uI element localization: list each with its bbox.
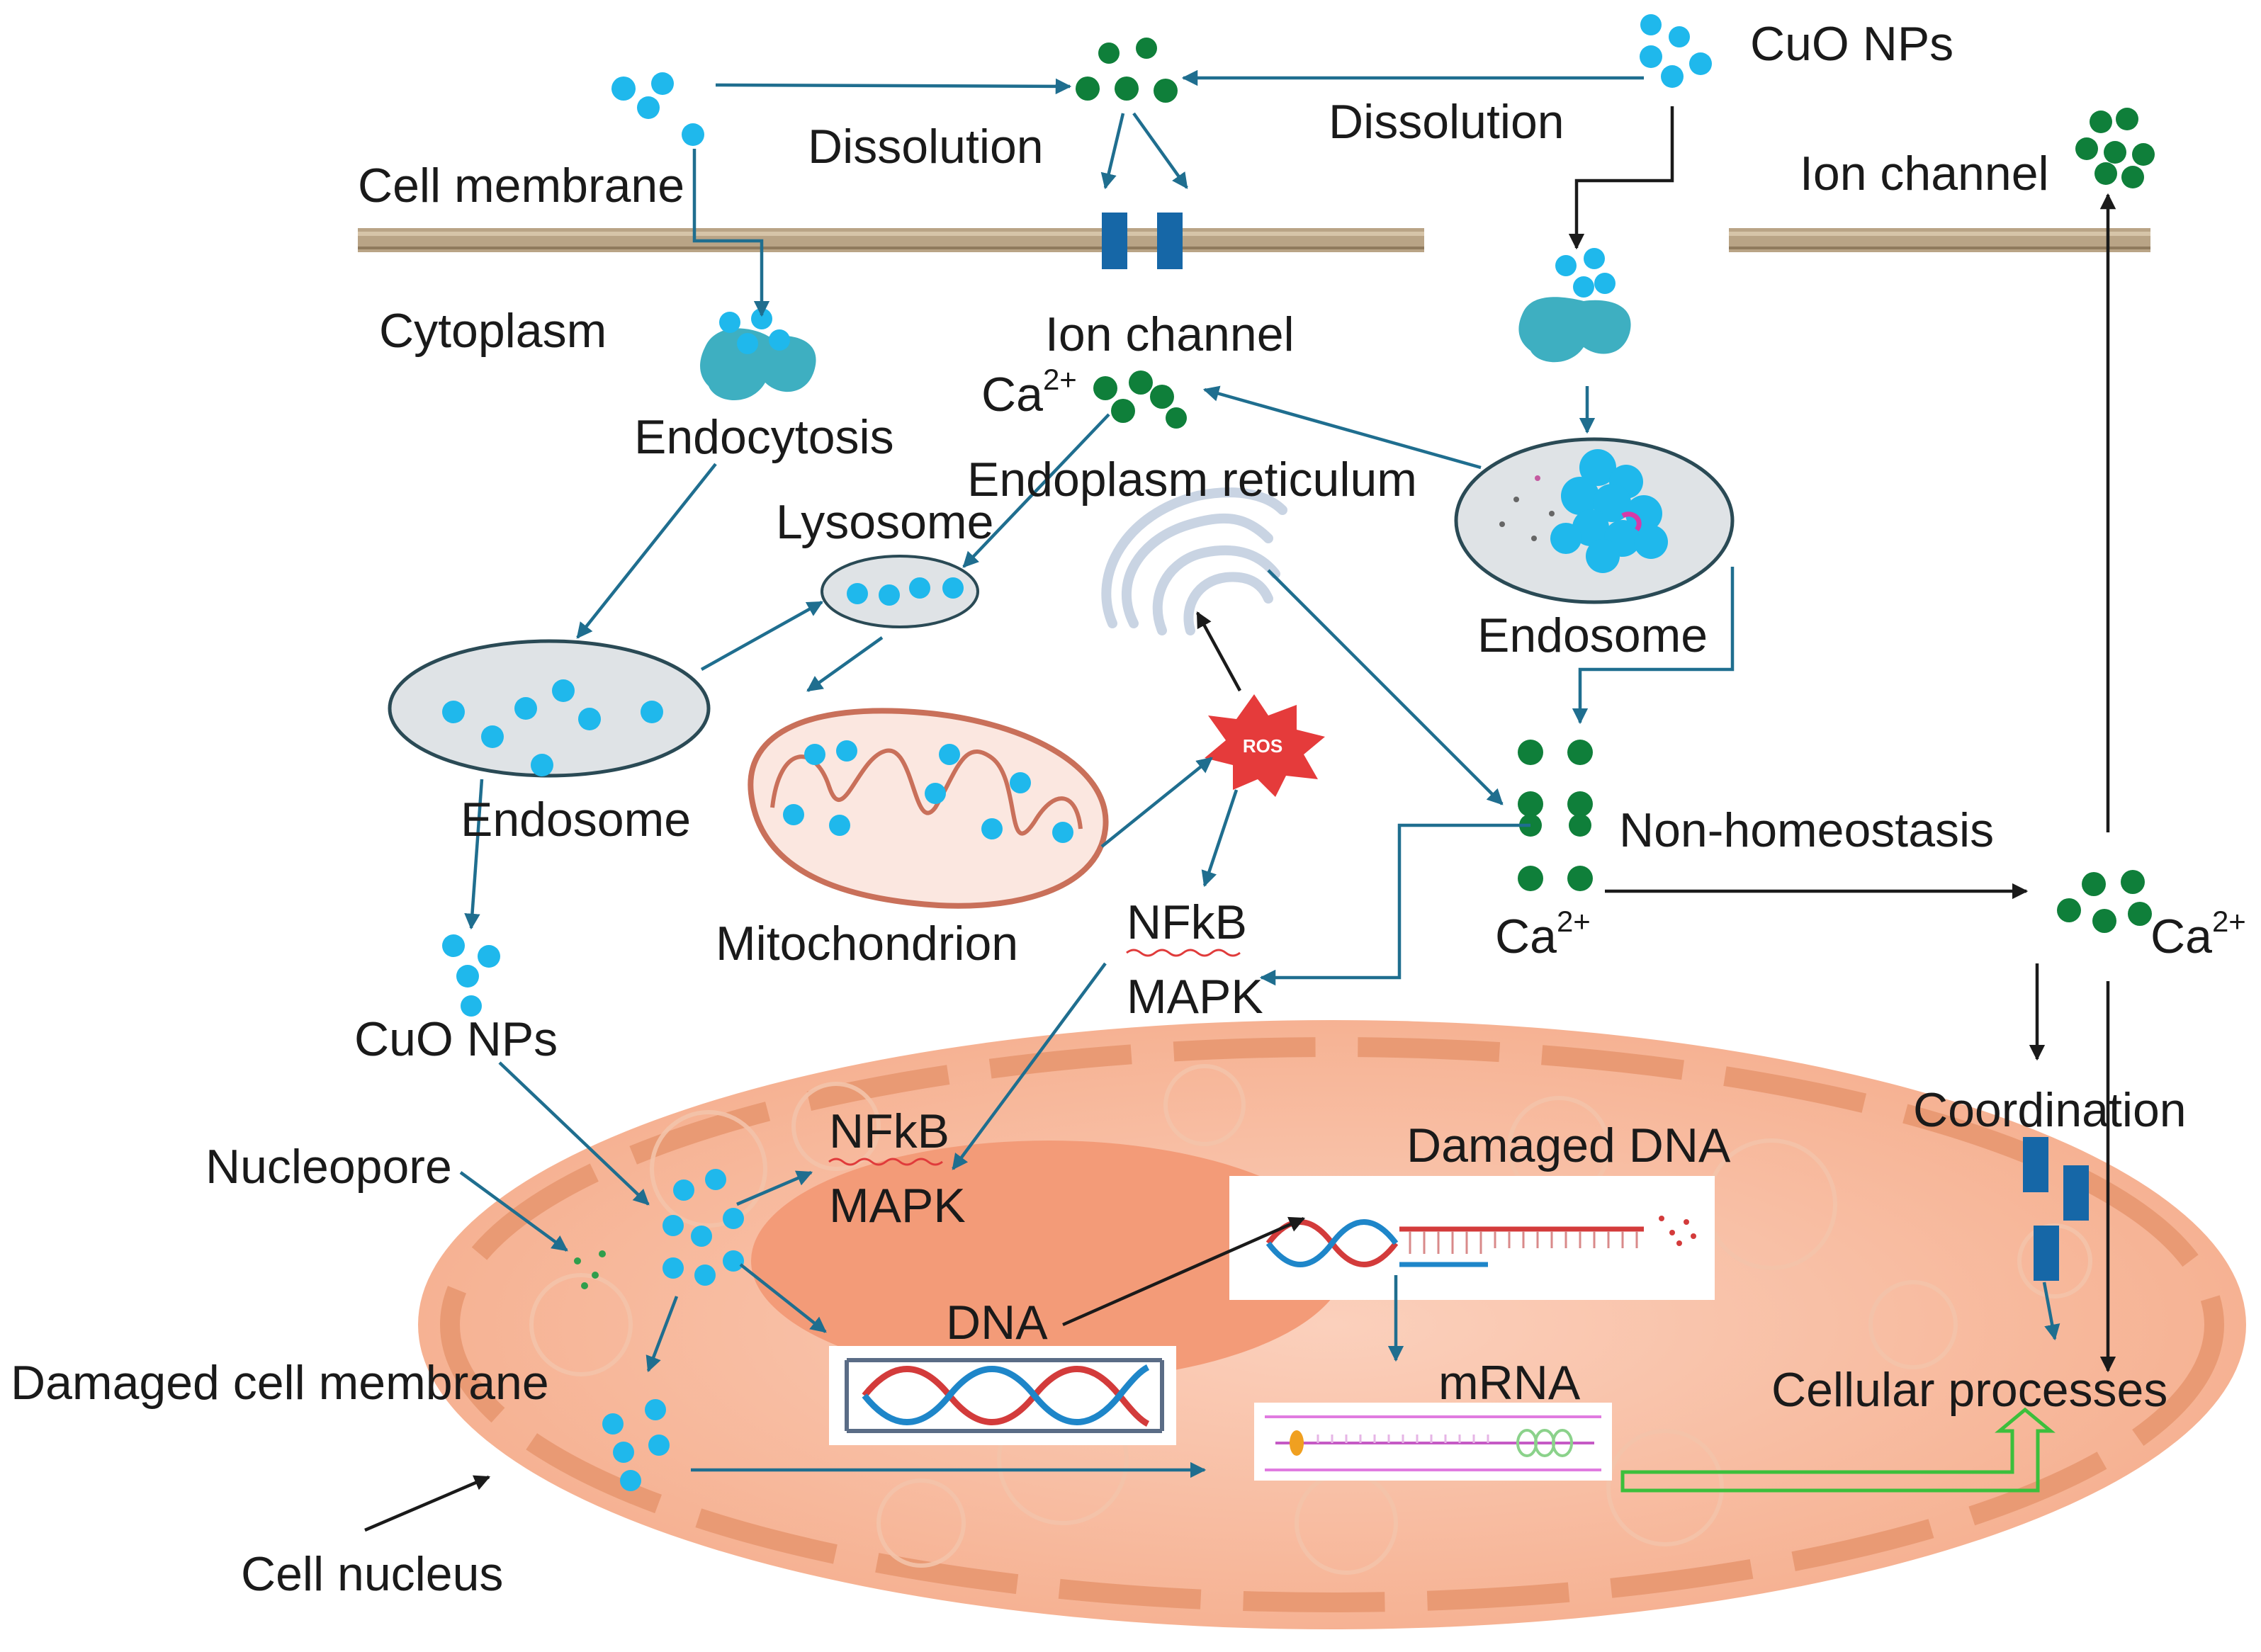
arrows-teal bbox=[459, 69, 2060, 1478]
arrow-cuo-to-nucleus bbox=[498, 1061, 650, 1206]
endosome-left bbox=[388, 639, 711, 778]
arrow-ca-to-nfkb bbox=[1259, 823, 1530, 986]
label-cell-membrane: Cell membrane bbox=[358, 159, 684, 213]
nanoparticle-cluster-damaged-membrane bbox=[602, 1399, 670, 1491]
endocytosis-vesicle-right bbox=[1518, 248, 1631, 363]
arrow-np-to-damaged-membrane bbox=[645, 1296, 679, 1373]
label-ion-channel-center: Ion channel bbox=[1045, 307, 1295, 361]
mrna-box bbox=[1254, 1403, 1612, 1481]
arrow-er-to-ca-cluster bbox=[1267, 569, 1504, 805]
arrow-ros-to-er bbox=[1196, 611, 1241, 692]
label-coordination: Coordination bbox=[1913, 1083, 2187, 1137]
arrow-ros-to-nfkb bbox=[1201, 789, 1239, 888]
label-cytoplasm: Cytoplasm bbox=[379, 304, 607, 358]
arrow-endosome-to-cuo bbox=[464, 779, 484, 930]
damaged-dna-box bbox=[1229, 1176, 1715, 1300]
label-cellular-processes: Cellular processes bbox=[1771, 1363, 2167, 1417]
label-cuo-nps-left: CuO NPs bbox=[354, 1012, 558, 1066]
ros-label: ROS bbox=[1243, 735, 1282, 757]
dna-box bbox=[829, 1346, 1176, 1445]
label-dissolution-left: Dissolution bbox=[808, 120, 1044, 174]
arrow-nucleopore-to-dots bbox=[459, 1171, 568, 1252]
ion-cluster-top-center bbox=[1076, 38, 1178, 103]
nanoparticle-cluster-nucleopore bbox=[662, 1169, 744, 1286]
label-mrna: mRNA bbox=[1438, 1356, 1581, 1410]
endocytosis-vesicle-left bbox=[700, 308, 816, 400]
lysosome bbox=[821, 555, 979, 628]
label-ion-channel-top-right: Ion channel bbox=[1800, 147, 2049, 200]
arrow-np-to-dna bbox=[739, 1263, 827, 1333]
nanoparticle-cluster-top-right bbox=[1640, 14, 1712, 88]
label-endosome-left: Endosome bbox=[461, 793, 691, 847]
label-endocytosis: Endocytosis bbox=[634, 410, 894, 464]
ion-cluster-non-homeostasis bbox=[1518, 740, 1593, 891]
arrows-black bbox=[364, 106, 2116, 1532]
label-lysosome: Lysosome bbox=[776, 495, 993, 549]
arrow-mitochondrion-to-ros bbox=[1100, 757, 1213, 848]
arrow-ion-to-channel-right bbox=[1132, 112, 1188, 189]
arrow-dna-to-damaged-dna bbox=[1062, 1216, 1306, 1327]
coordination-blocks bbox=[2023, 1137, 2089, 1281]
mitochondrion bbox=[748, 708, 1109, 909]
nfkb-cyto-underline bbox=[1126, 949, 1241, 957]
label-cuo-nps-top: CuO NPs bbox=[1750, 17, 1953, 71]
label-ca-right: Ca2+ bbox=[2150, 905, 2246, 963]
arrow-endocytosis-to-endosome bbox=[576, 463, 717, 639]
label-ca-mid: Ca2+ bbox=[1495, 905, 1591, 963]
label-dissolution-right: Dissolution bbox=[1329, 95, 1564, 149]
arrow-nfkb-to-nucleus-nfkb bbox=[952, 962, 1107, 1170]
endosome-right bbox=[1454, 437, 1735, 604]
ros-burst: ROS bbox=[1205, 694, 1325, 797]
label-damaged-cell-membrane: Damaged cell membrane bbox=[11, 1356, 549, 1410]
label-mapk-nuc: MAPK bbox=[829, 1179, 966, 1233]
ion-cluster-top-right bbox=[2075, 108, 2155, 188]
label-ca-center: Ca2+ bbox=[981, 363, 1077, 422]
nfkb-nuc-underline bbox=[828, 1158, 943, 1166]
label-non-homeostasis: Non-homeostasis bbox=[1619, 803, 1994, 857]
arrow-mrna-to-cellular-processes bbox=[1620, 1407, 2056, 1493]
label-mitochondrion: Mitochondrion bbox=[716, 917, 1018, 971]
arrow-cuo-into-cell bbox=[1568, 106, 1674, 250]
ion-channel-membrane bbox=[1102, 213, 1183, 269]
label-nfkb-cyto: NFkB bbox=[1127, 895, 1247, 949]
cell-nucleus bbox=[418, 1020, 2246, 1629]
arrow-ca-to-lysosome bbox=[962, 413, 1110, 568]
arrow-endosome-to-ca-cluster bbox=[1572, 567, 1735, 725]
nanoparticle-cluster-top-left bbox=[611, 72, 704, 146]
label-endosome-right: Endosome bbox=[1477, 609, 1708, 662]
arrow-coordination-to-processes bbox=[2042, 1282, 2060, 1341]
label-nucleopore: Nucleopore bbox=[205, 1140, 452, 1194]
label-cell-nucleus: Cell nucleus bbox=[241, 1547, 503, 1601]
arrow-nucleus-label bbox=[364, 1475, 491, 1532]
cell-membrane bbox=[358, 225, 2150, 255]
label-dna: DNA bbox=[946, 1296, 1048, 1350]
label-mapk-cyto: MAPK bbox=[1127, 970, 1263, 1024]
arrow-np-to-dissolution bbox=[715, 78, 1072, 95]
nanoparticle-cluster-left bbox=[442, 934, 500, 1017]
label-damaged-dna: Damaged DNA bbox=[1406, 1119, 1731, 1172]
nucleopore-dots bbox=[574, 1250, 606, 1289]
endoplasmic-reticulum bbox=[1101, 487, 1287, 635]
arrow-membrane-to-endocytosis bbox=[692, 149, 770, 317]
arrow-np-to-nfkb-nuc bbox=[736, 1170, 813, 1206]
label-nfkb-nuc: NFkB bbox=[829, 1104, 949, 1158]
arrow-ion-to-channel-left bbox=[1100, 113, 1125, 190]
ion-cluster-ca-right bbox=[2057, 870, 2152, 933]
arrow-endosome-to-lysosome bbox=[700, 601, 823, 671]
label-endoplasm-reticulum: Endoplasm reticulum bbox=[967, 453, 1417, 507]
ion-cluster-ca-center bbox=[1093, 370, 1187, 429]
arrow-lysosome-to-mitochondrion bbox=[806, 636, 884, 692]
arrow-endosome-to-ca bbox=[1202, 385, 1482, 470]
